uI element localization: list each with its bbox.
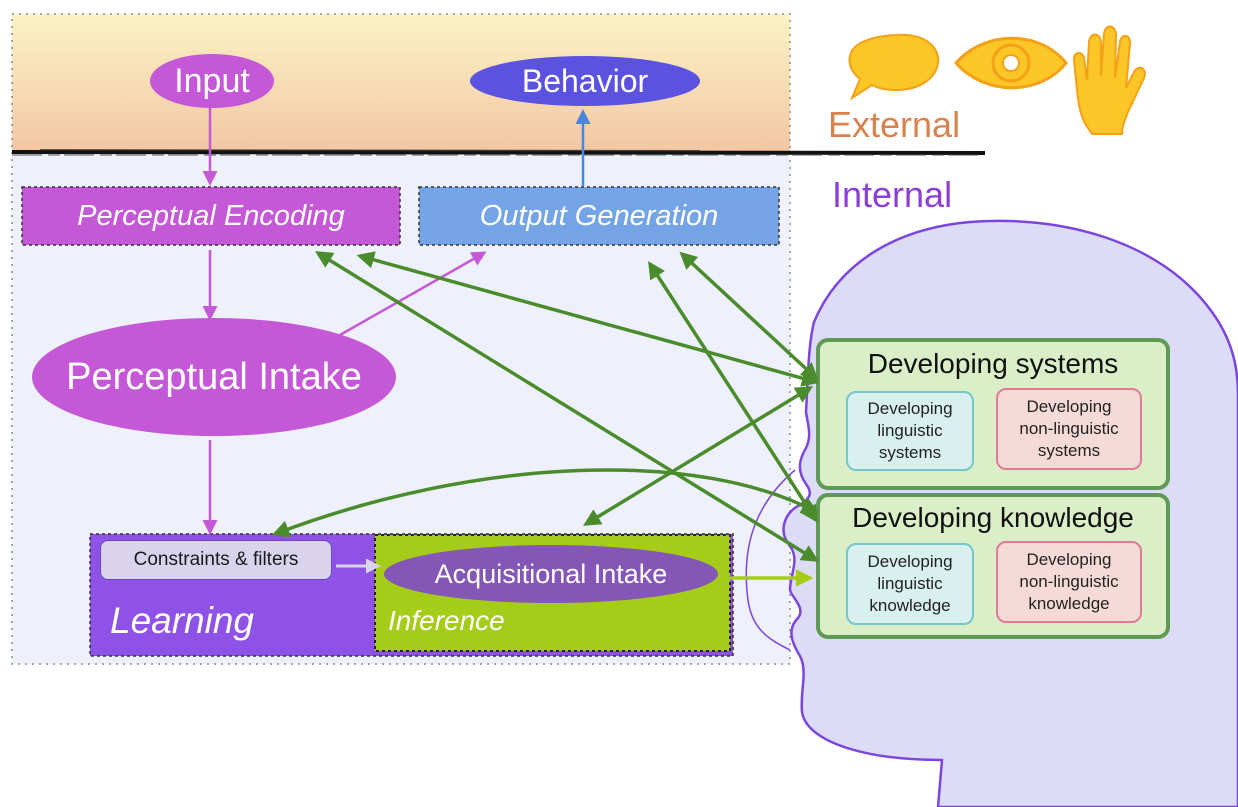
internal-label: Internal xyxy=(832,174,953,215)
constraints-filters-label: Constraints & filters xyxy=(133,549,299,570)
developing-non-linguistic-knowledge-label: Developing non-linguistic knowledge xyxy=(1019,550,1119,613)
speech-bubble-icon xyxy=(848,33,940,101)
output-generation-label: Output Generation xyxy=(479,199,719,232)
developing-non-linguistic-systems-box: Developing non-linguistic systems xyxy=(996,388,1142,470)
developing-non-linguistic-knowledge-box: Developing non-linguistic knowledge xyxy=(996,541,1142,623)
perceptual-intake-label: Perceptual Intake xyxy=(66,355,362,398)
developing-linguistic-knowledge-label: Developing linguistic knowledge xyxy=(867,552,953,615)
developing-non-linguistic-systems-label: Developing non-linguistic systems xyxy=(1019,397,1119,460)
hand-icon xyxy=(1072,25,1146,135)
acquisitional-intake-label: Acquisitional Intake xyxy=(434,558,668,589)
acquisitional-intake-oval: Acquisitional Intake xyxy=(384,545,718,603)
constraints-filters-box: Constraints & filters xyxy=(100,540,332,580)
behavior-oval: Behavior xyxy=(470,56,700,106)
input-label: Input xyxy=(174,61,250,100)
learning-label: Learning xyxy=(110,600,255,641)
behavior-label: Behavior xyxy=(521,62,649,99)
inference-label: Inference xyxy=(388,605,505,636)
green-arrows xyxy=(271,251,820,562)
external-label: External xyxy=(828,104,961,145)
developing-knowledge-title: Developing knowledge xyxy=(852,502,1134,533)
perceptual-encoding-label: Perceptual Encoding xyxy=(77,199,345,232)
perceptual-encoding-box xyxy=(21,186,401,246)
eye-icon xyxy=(954,36,1068,90)
developing-linguistic-systems-box: Developing linguistic systems xyxy=(846,391,974,471)
developing-linguistic-systems-label: Developing linguistic systems xyxy=(867,399,953,462)
developing-linguistic-knowledge-box: Developing linguistic knowledge xyxy=(846,543,974,625)
developing-systems-title: Developing systems xyxy=(867,348,1119,379)
input-oval: Input xyxy=(150,54,274,108)
external-internal-divider xyxy=(11,149,986,156)
output-generation-box xyxy=(418,186,780,246)
perceptual-intake-oval: Perceptual Intake xyxy=(32,318,396,436)
arrow-knowledge-learning xyxy=(271,468,820,538)
